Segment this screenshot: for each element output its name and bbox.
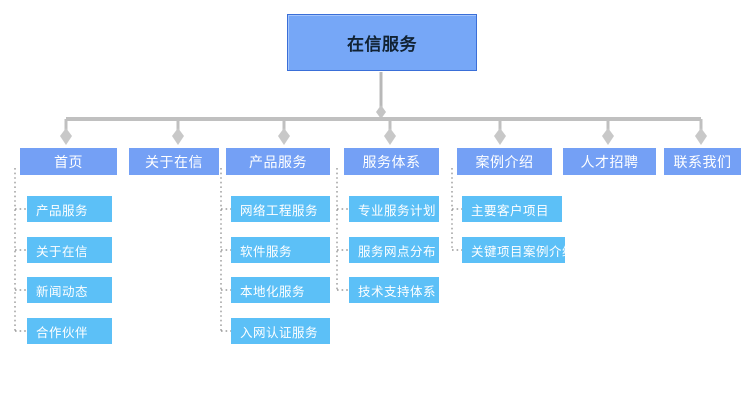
node-child-home-1[interactable]: 产品服务	[27, 196, 112, 222]
node-child-products-3[interactable]: 本地化服务	[231, 277, 330, 303]
node-branch-cases-label: 案例介绍	[475, 154, 534, 171]
node-child-cases-2[interactable]: 关键项目案例介绍	[462, 237, 575, 263]
node-child-home-1-label: 产品服务	[36, 202, 89, 218]
node-branch-contact[interactable]: 联系我们	[664, 148, 741, 175]
node-child-products-3-label: 本地化服务	[240, 283, 306, 299]
branch-drop-5	[494, 119, 506, 145]
child-connector-group-5	[451, 168, 462, 251]
node-child-service-2[interactable]: 服务网点分布	[349, 237, 439, 263]
node-child-products-4-label: 入网认证服务	[240, 324, 319, 340]
node-branch-cases[interactable]: 案例介绍	[457, 148, 552, 175]
node-child-home-4[interactable]: 合作伙伴	[27, 318, 112, 344]
node-child-home-3[interactable]: 新闻动态	[27, 277, 112, 303]
node-child-products-1-label: 网络工程服务	[240, 202, 319, 218]
node-branch-careers-label: 人才招聘	[580, 154, 639, 171]
child-connector-group-4	[336, 168, 349, 291]
node-child-service-2-label: 服务网点分布	[358, 243, 437, 259]
child-connector-group-1	[14, 168, 27, 332]
node-branch-products-label: 产品服务	[249, 154, 307, 171]
branch-drop-2	[172, 119, 184, 145]
node-child-cases-1[interactable]: 主要客户项目	[462, 196, 562, 222]
node-branch-home-label: 首页	[54, 154, 83, 171]
branch-drop-1	[60, 119, 72, 145]
node-branch-about-label: 关于在信	[145, 154, 203, 171]
branch-drop-7	[695, 119, 707, 145]
root-stem-marker	[376, 105, 386, 119]
node-branch-home[interactable]: 首页	[20, 148, 117, 175]
node-child-products-2-label: 软件服务	[240, 243, 293, 259]
branch-drop-3	[278, 119, 290, 145]
node-child-service-3[interactable]: 技术支持体系	[349, 277, 439, 303]
node-child-service-3-label: 技术支持体系	[358, 283, 437, 299]
node-child-home-3-label: 新闻动态	[36, 283, 89, 299]
node-child-products-1[interactable]: 网络工程服务	[231, 196, 330, 222]
node-branch-careers[interactable]: 人才招聘	[563, 148, 656, 175]
node-child-home-2[interactable]: 关于在信	[27, 237, 112, 263]
branch-drop-4	[384, 119, 396, 145]
node-root-label: 在信服务	[347, 35, 417, 55]
node-child-service-1-label: 专业服务计划	[358, 202, 437, 218]
node-child-home-2-label: 关于在信	[36, 243, 89, 259]
child-connector-group-3	[220, 168, 231, 332]
node-child-cases-2-label: 关键项目案例介绍	[471, 243, 576, 259]
node-child-home-4-label: 合作伙伴	[36, 324, 89, 340]
node-branch-products[interactable]: 产品服务	[226, 148, 330, 175]
branch-drop-6	[602, 119, 614, 145]
node-branch-service-system-label: 服务体系	[362, 154, 421, 171]
node-child-cases-1-label: 主要客户项目	[471, 202, 550, 218]
node-child-products-2[interactable]: 软件服务	[231, 237, 330, 263]
node-root[interactable]: 在信服务	[287, 14, 477, 71]
node-branch-service-system[interactable]: 服务体系	[344, 148, 439, 175]
node-branch-contact-label: 联系我们	[673, 154, 732, 171]
node-branch-about[interactable]: 关于在信	[129, 148, 219, 175]
node-child-service-1[interactable]: 专业服务计划	[349, 196, 439, 222]
node-child-products-4[interactable]: 入网认证服务	[231, 318, 330, 344]
